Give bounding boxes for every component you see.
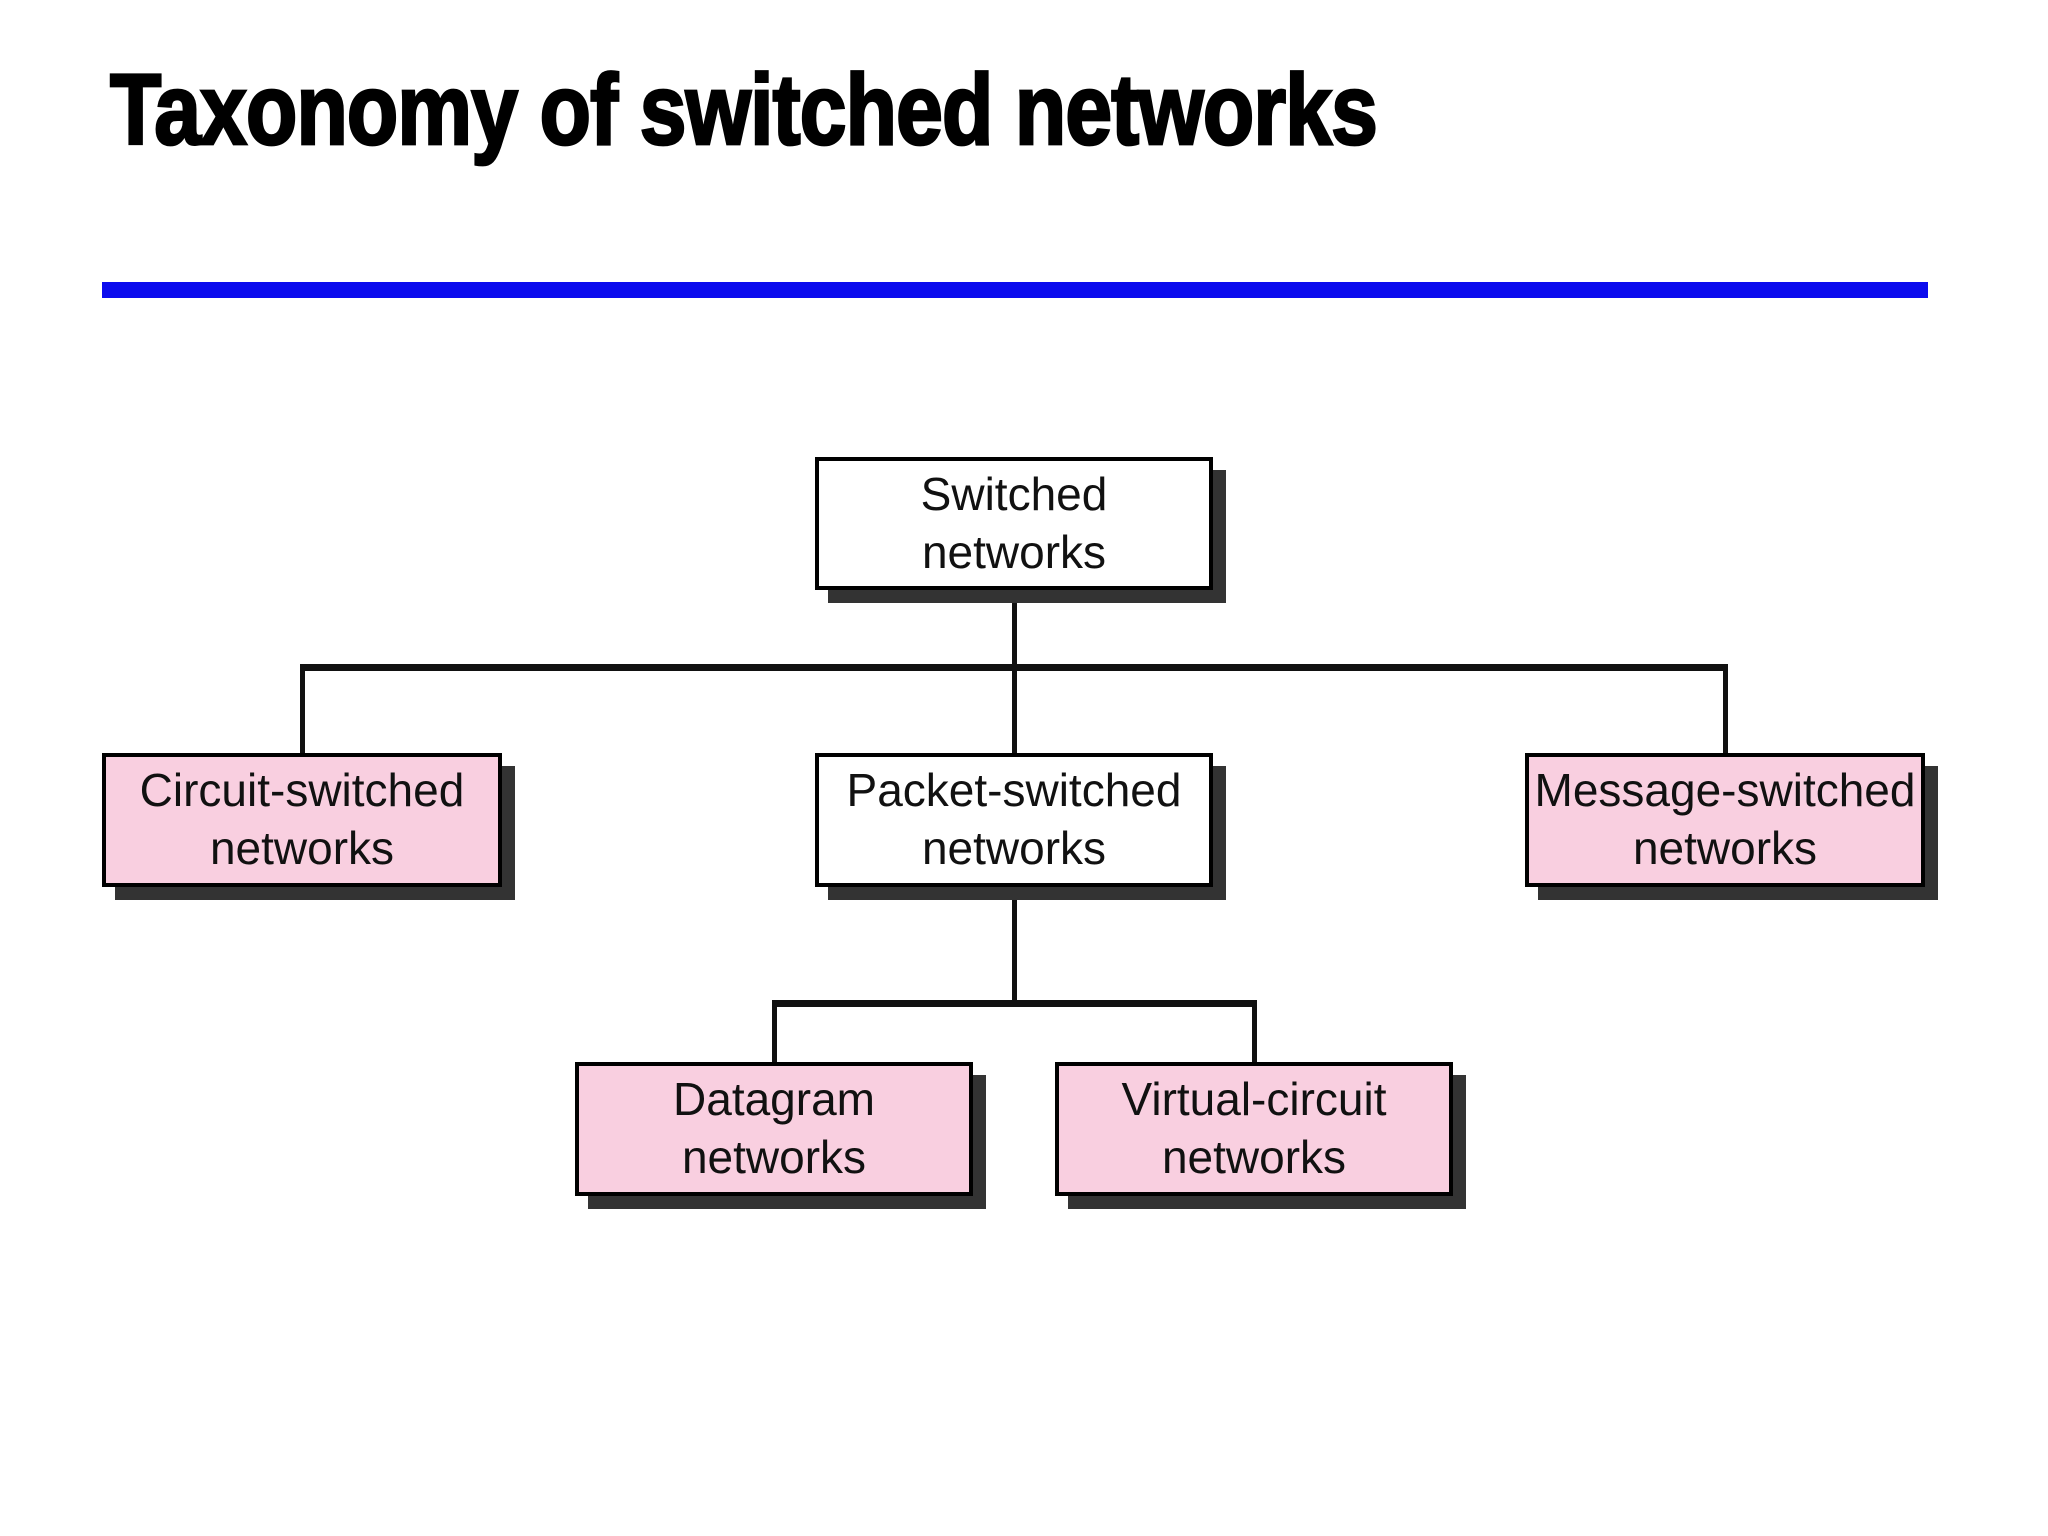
- connector-drop-datagram: [772, 1000, 777, 1064]
- page-title: Taxonomy of switched networks: [109, 54, 1379, 166]
- node-datagram-networks-label: Datagram networks: [673, 1073, 875, 1183]
- connector-drop-packet: [1012, 664, 1017, 755]
- connector-root-stem: [1012, 590, 1017, 670]
- node-datagram-networks: Datagram networks: [575, 1062, 973, 1196]
- connector-packet-stem: [1012, 887, 1017, 1005]
- node-packet-switched-networks-label: Packet-switched networks: [846, 764, 1182, 874]
- node-virtual-circuit-networks: Virtual-circuit networks: [1055, 1062, 1453, 1196]
- connector-drop-circuit: [300, 664, 305, 755]
- node-virtual-circuit-networks-label: Virtual-circuit networks: [1121, 1073, 1387, 1183]
- node-packet-switched-networks: Packet-switched networks: [815, 753, 1213, 887]
- connector-level2-horizontal: [772, 1000, 1257, 1007]
- node-message-switched-networks-label: Message-switched networks: [1534, 764, 1916, 874]
- node-message-switched-networks: Message-switched networks: [1525, 753, 1925, 887]
- node-circuit-switched-networks-label: Circuit-switched networks: [139, 764, 465, 874]
- node-circuit-switched-networks: Circuit-switched networks: [102, 753, 502, 887]
- title-divider-rule: [102, 282, 1928, 298]
- node-switched-networks-label: Switched networks: [920, 467, 1108, 578]
- connector-drop-virtual: [1252, 1000, 1257, 1064]
- node-switched-networks: Switched networks: [815, 457, 1213, 590]
- connector-drop-message: [1723, 664, 1728, 755]
